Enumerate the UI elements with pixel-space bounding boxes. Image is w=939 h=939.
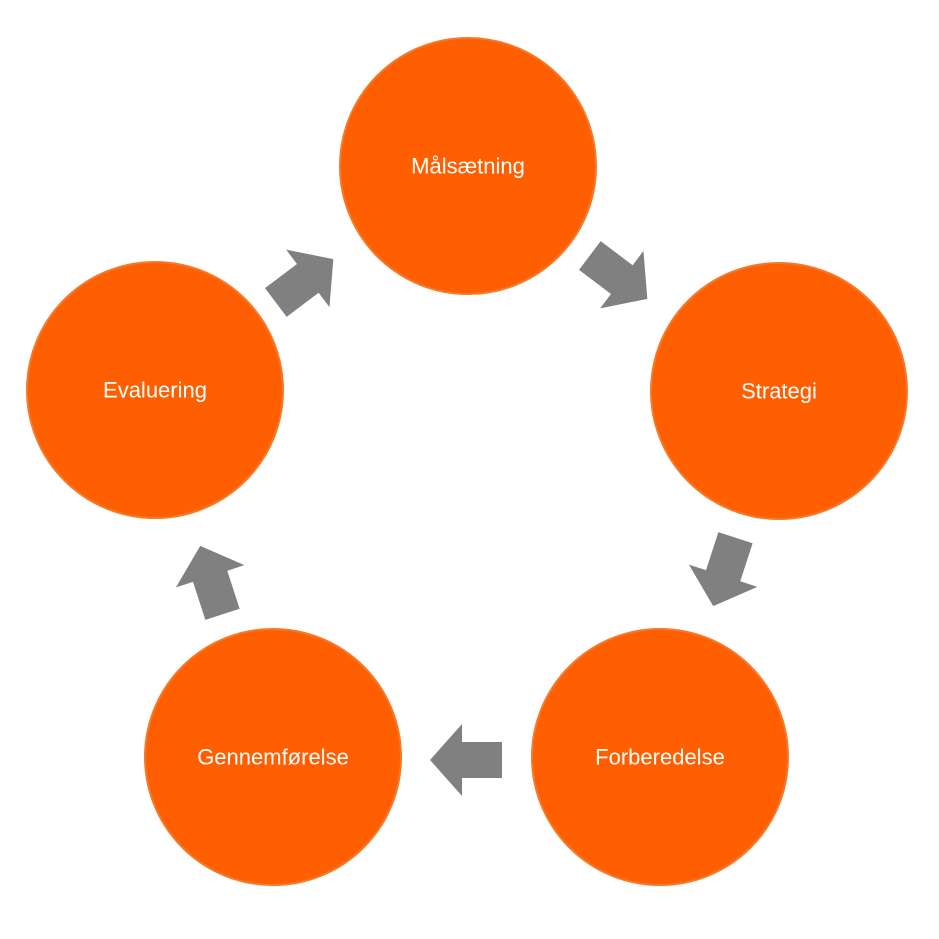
node-circle: [26, 261, 284, 519]
node-circle: [144, 628, 402, 886]
node-circle: [531, 628, 789, 886]
node-label: Forberedelse: [595, 745, 725, 770]
node-evaluering: Evaluering: [26, 261, 284, 519]
node-gennemforelse: Gennemførelse: [144, 628, 402, 886]
arrow-right-icon: [175, 545, 245, 620]
arrow-evaluering-to-malsaetning: [265, 249, 334, 317]
arrow-right-icon: [265, 249, 334, 317]
node-label: Gennemførelse: [197, 745, 349, 770]
node-label: Strategi: [741, 379, 817, 404]
arrow-strategi-to-forberedelse: [688, 532, 758, 607]
arrow-right-icon: [430, 724, 502, 796]
node-forberedelse: Forberedelse: [531, 628, 789, 886]
node-strategi: Strategi: [650, 262, 908, 520]
node-circle: [339, 37, 597, 295]
arrow-malsaetning-to-strategi: [579, 241, 648, 309]
node-label: Evaluering: [103, 378, 207, 403]
node-circle: [650, 262, 908, 520]
arrow-right-icon: [688, 532, 758, 607]
node-malsaetning: Målsætning: [339, 37, 597, 295]
arrow-forberedelse-to-gennemforelse: [430, 724, 502, 796]
arrow-gennemforelse-to-evaluering: [175, 545, 245, 620]
node-label: Målsætning: [411, 154, 525, 179]
arrow-right-icon: [579, 241, 648, 309]
